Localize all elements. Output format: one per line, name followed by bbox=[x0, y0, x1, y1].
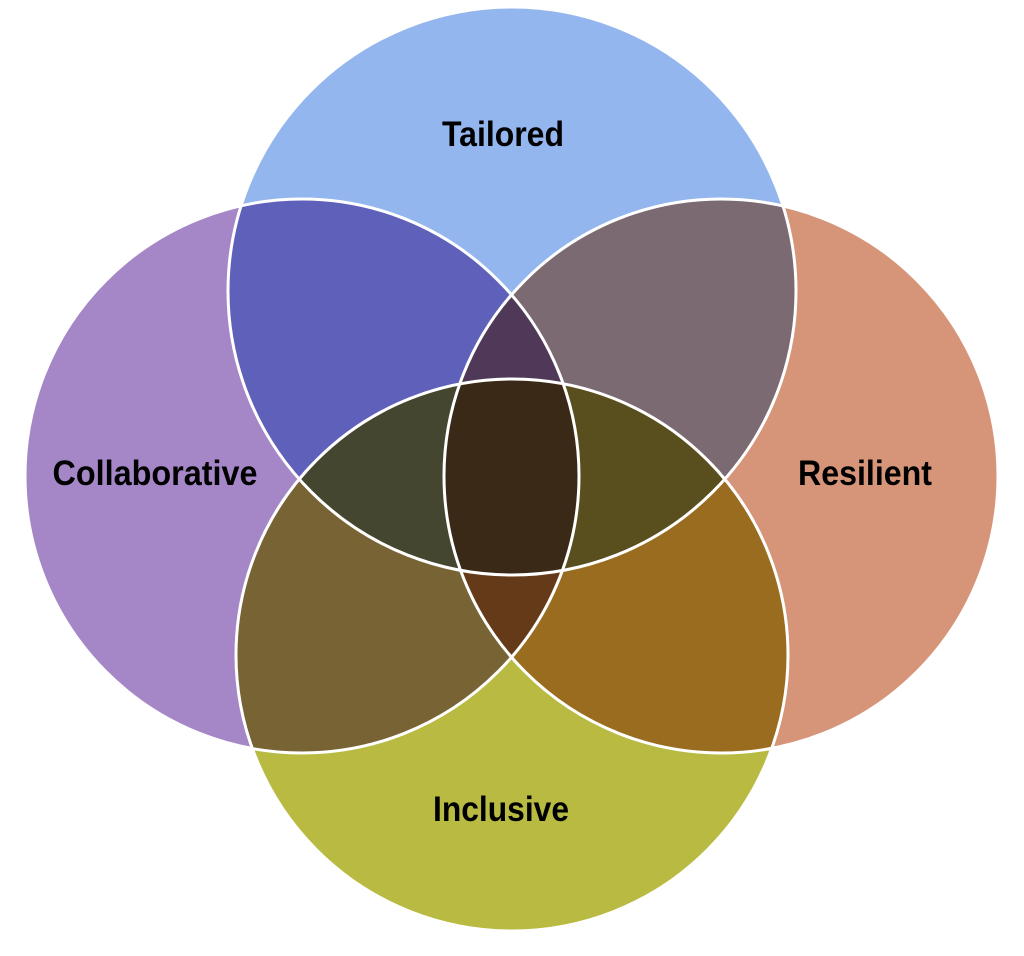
label-left: Collaborative bbox=[53, 454, 258, 493]
label-bottom: Inclusive bbox=[433, 790, 569, 829]
circle-outline-top bbox=[226, 5, 798, 577]
circle-outline-bottom bbox=[234, 377, 790, 933]
circle-outline-left bbox=[23, 197, 581, 755]
label-top: Tailored bbox=[442, 115, 564, 154]
label-right: Resilient bbox=[798, 454, 932, 493]
circle-outline-right bbox=[442, 197, 1000, 755]
